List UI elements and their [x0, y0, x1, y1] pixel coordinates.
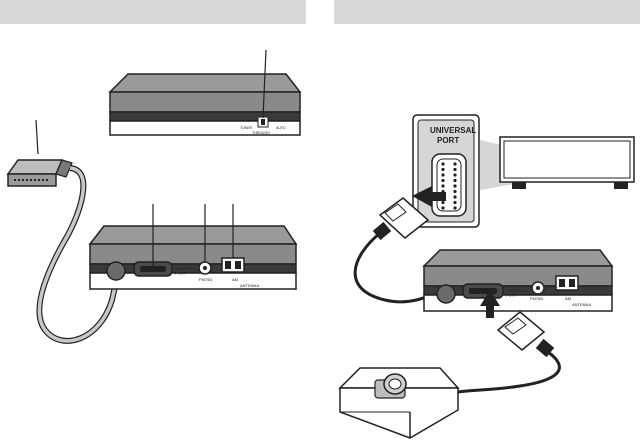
- through-switch-label: THROUGH: [252, 131, 270, 135]
- pin: [453, 195, 457, 199]
- antenna-label: ANTENNA: [240, 283, 259, 288]
- insert-arrow-lower: [480, 290, 500, 318]
- pin: [441, 178, 445, 183]
- dock-cable: [37, 166, 118, 343]
- fm75-label-right: FM75Ω: [530, 296, 543, 301]
- tuner-front-device: [108, 73, 302, 136]
- pin: [441, 167, 445, 172]
- lower-cable: [457, 350, 561, 394]
- fm75-label: FM75Ω: [199, 277, 212, 282]
- tuner-side-device: [499, 136, 635, 189]
- universal-port-pins: [441, 162, 457, 210]
- pin: [441, 206, 445, 210]
- lower-cable-plug: [496, 311, 555, 358]
- left-panel-header-bar: [0, 0, 306, 24]
- pin: [453, 173, 457, 177]
- dock-cradle: [338, 367, 460, 439]
- cable-callout-line: [35, 119, 39, 155]
- pin: [453, 167, 457, 172]
- pin: [441, 184, 445, 188]
- antenna-label-right: ANTENNA: [572, 302, 591, 307]
- am-label-right: AM: [565, 296, 571, 301]
- tuner-switch-label: TUNER: [240, 126, 253, 130]
- pin: [453, 162, 457, 166]
- universal-port-title-line1: UNIVERSAL: [430, 126, 476, 135]
- pin: [453, 189, 457, 194]
- pin: [453, 200, 457, 205]
- pin: [441, 173, 445, 177]
- pin: [441, 200, 445, 205]
- pin: [453, 178, 457, 183]
- auto-switch-label: AUTO: [276, 126, 286, 130]
- pin: [453, 184, 457, 188]
- am-label: AM: [232, 277, 238, 282]
- tuner-rear-device: [88, 225, 298, 290]
- universal-port-title-line2: PORT: [437, 136, 459, 145]
- tuner-rear-device-right: [422, 249, 614, 312]
- pin: [441, 162, 445, 166]
- right-panel-header-bar: [334, 0, 640, 24]
- dock-cable-connector: [6, 159, 73, 187]
- insert-arrow-upper: [412, 186, 446, 207]
- pin: [453, 206, 457, 210]
- switch-callout-line: [262, 49, 267, 119]
